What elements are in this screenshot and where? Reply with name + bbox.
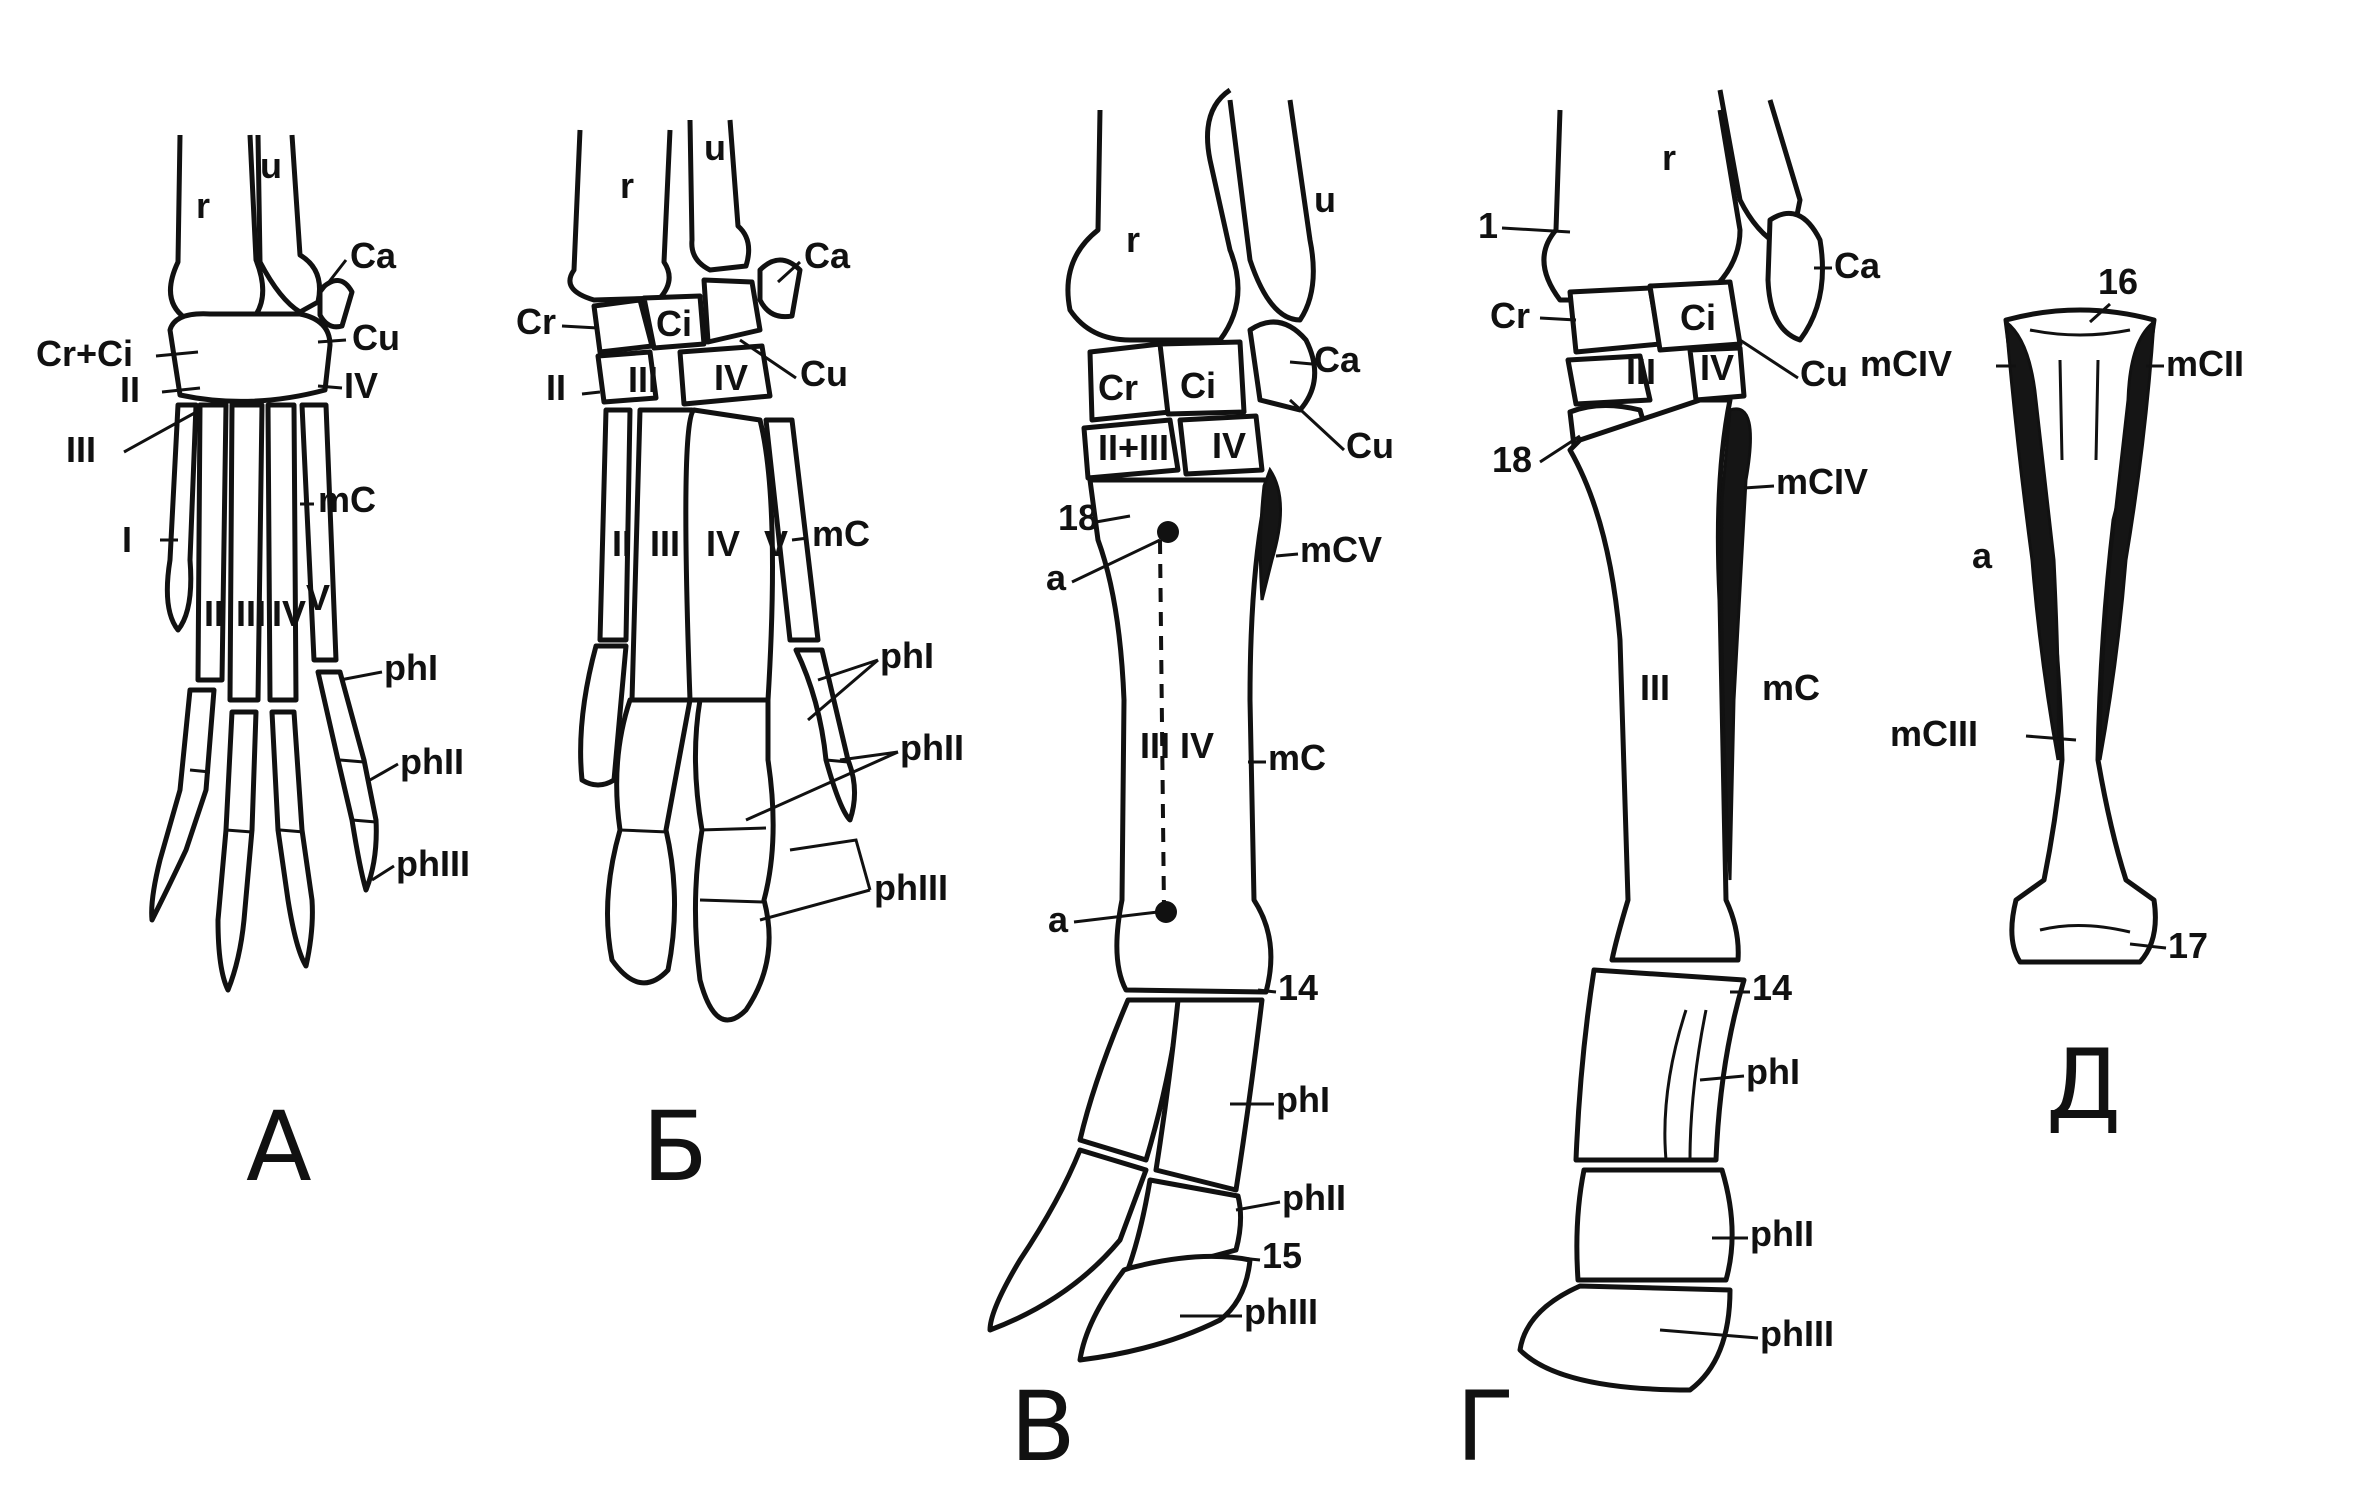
panel-d-label-16: 16	[2098, 261, 2138, 302]
panel-b-label-iv: IV	[714, 357, 748, 398]
panel-g-label-mciv: mCIV	[1776, 461, 1868, 502]
panel-v-label-phii: phII	[1282, 1177, 1346, 1218]
panel-a-digit-v: V	[306, 577, 330, 618]
panel-b-letter: Б	[642, 1091, 708, 1203]
panel-g-one-digit-forefoot	[1517, 89, 1825, 1393]
panel-v-label-iv: IV	[1212, 425, 1246, 466]
panel-v-label-18: 18	[1058, 497, 1098, 538]
panel-v-label-14: 14	[1278, 967, 1318, 1008]
panel-a-letter: А	[246, 1091, 312, 1203]
panel-g-label-r: r	[1662, 137, 1676, 178]
panel-a-digit-iii: III	[236, 593, 266, 634]
panel-b-label-iii: III	[628, 359, 658, 400]
panel-d-label-mcii: mCII	[2166, 343, 2244, 384]
panel-b-leader-lines	[561, 260, 899, 922]
panel-g-label-ci: Ci	[1680, 297, 1716, 338]
panel-d-label-17: 17	[2168, 925, 2208, 966]
panel-v-label-phiii: phIII	[1244, 1291, 1318, 1332]
panel-b-label-ii: II	[546, 367, 566, 408]
panel-d-label-a: a	[1972, 535, 1993, 576]
panel-d-label-mciv: mCIV	[1860, 343, 1952, 384]
panel-g-label-14: 14	[1752, 967, 1792, 1008]
panel-b-label-r: r	[620, 165, 634, 206]
panel-a-label-cu: Cu	[352, 317, 400, 358]
panel-g-label-phi: phI	[1746, 1051, 1800, 1092]
panel-v-label-ii-iii: II+III	[1098, 427, 1169, 468]
panel-a-label-ii: II	[120, 369, 140, 410]
panel-b-four-digit-forefoot	[567, 119, 857, 1023]
panel-b-label-phiii: phIII	[874, 867, 948, 908]
panel-g-label-phiii: phIII	[1760, 1313, 1834, 1354]
panel-b-label-cu: Cu	[800, 353, 848, 394]
panel-a-label-phi: phI	[384, 647, 438, 688]
panel-a-label-r: r	[196, 185, 210, 226]
panel-b-label-u: u	[704, 127, 726, 168]
panel-d-letter: Д	[2046, 1029, 2121, 1141]
panel-g-letter: Г	[1456, 1371, 1515, 1483]
panel-v-label-mcv: mCV	[1300, 529, 1382, 570]
panel-a-label-iii: III	[66, 429, 96, 470]
panel-v-label-phi: phI	[1276, 1079, 1330, 1120]
panel-a-label-phii: phII	[400, 741, 464, 782]
panel-b-digit-v: V	[764, 523, 788, 564]
panel-v-label-u: u	[1314, 179, 1336, 220]
panel-a-label-cr-ci: Cr+Ci	[36, 333, 133, 374]
panel-b-label-mc: mC	[812, 513, 870, 554]
panel-v-label-a-upper: a	[1046, 557, 1067, 598]
panel-d-label-mciii: mCIII	[1890, 713, 1978, 754]
panel-g-label-ca: Ca	[1834, 245, 1881, 286]
panel-g-label-cu: Cu	[1800, 353, 1848, 394]
panel-d-leader-lines	[1996, 302, 2167, 950]
panel-v-digit-iii: III	[1140, 725, 1170, 766]
panel-v-letter: В	[1010, 1371, 1076, 1483]
panel-v-label-cu: Cu	[1346, 425, 1394, 466]
panel-v-label-cr: Cr	[1098, 367, 1138, 408]
panel-b-label-cr: Cr	[516, 301, 556, 342]
panel-a-label-ca: Ca	[350, 235, 397, 276]
panel-v-label-15: 15	[1262, 1235, 1302, 1276]
panel-v-label-r: r	[1126, 219, 1140, 260]
panel-v-label-mc: mC	[1268, 737, 1326, 778]
panel-g-label-iv: IV	[1700, 347, 1734, 388]
panel-a-label-mc: mC	[318, 479, 376, 520]
panel-v-leader-lines	[1071, 360, 1346, 1318]
panel-v-label-ca: Ca	[1314, 339, 1361, 380]
panel-a-digit-ii: II	[204, 593, 224, 634]
panel-a-five-digit-forefoot	[149, 134, 379, 993]
panel-v-label-ci: Ci	[1180, 365, 1216, 406]
panel-a-label-i: I	[122, 519, 132, 560]
panel-a-leader-lines	[123, 259, 399, 882]
panel-v-two-digit-forefoot	[987, 87, 1318, 1363]
panel-b-label-phi: phI	[880, 635, 934, 676]
panel-a-label-phiii: phIII	[396, 843, 470, 884]
panel-a-label-u: u	[260, 145, 282, 186]
panel-g-leader-lines	[1501, 226, 1832, 1340]
panel-b-digit-ii: II	[612, 523, 632, 564]
panel-b-label-ci: Ci	[656, 303, 692, 344]
panel-g-label-iii: III	[1626, 351, 1656, 392]
panel-g-label-phii: phII	[1750, 1213, 1814, 1254]
panel-v-digit-iv: IV	[1180, 725, 1214, 766]
panel-b-label-phii: phII	[900, 727, 964, 768]
panel-g-label-1: 1	[1478, 205, 1498, 246]
panel-b-digit-iii: III	[650, 523, 680, 564]
panel-g-label-mc: mC	[1762, 667, 1820, 708]
panel-g-digit-iii: III	[1640, 667, 1670, 708]
panel-b-digit-iv: IV	[706, 523, 740, 564]
panel-a-label-iv: IV	[344, 365, 378, 406]
panel-a-digit-iv: IV	[272, 593, 306, 634]
panel-b-label-ca: Ca	[804, 235, 851, 276]
panel-g-label-18: 18	[1492, 439, 1532, 480]
panel-v-label-a-lower: a	[1048, 899, 1069, 940]
panel-g-label-cr: Cr	[1490, 295, 1530, 336]
panel-d-cannon-bone	[2003, 307, 2158, 965]
